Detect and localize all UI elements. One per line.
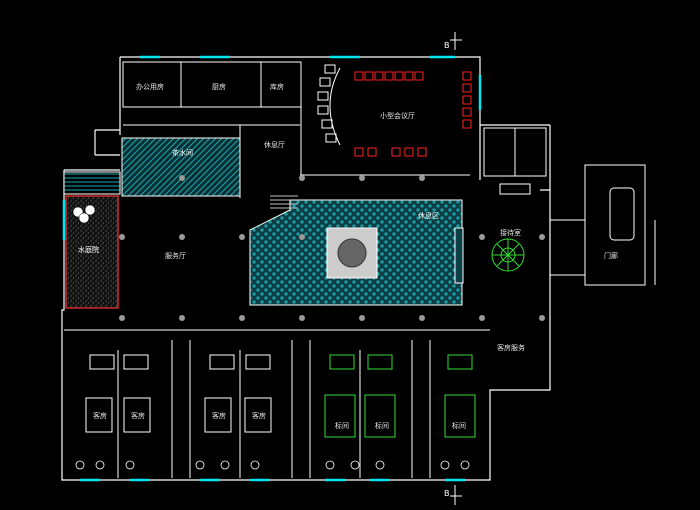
label-room-c1: 标间 [335, 421, 349, 430]
label-lobby: 服务厅 [165, 251, 186, 260]
meeting-chairs [354, 71, 472, 157]
label-meeting: 小型会议厅 [380, 111, 415, 120]
beds-green [324, 354, 476, 438]
reception-table [491, 238, 525, 272]
label-room-c2: 标间 [375, 421, 389, 430]
axis-label-top: B [444, 41, 450, 50]
top-partitions [122, 61, 470, 198]
label-service: 客房服务 [497, 343, 525, 352]
label-lounge: 休息厅 [264, 140, 285, 149]
label-room-a1: 客房 [93, 411, 107, 420]
label-entry: 门廊 [604, 251, 618, 260]
axis-label-bottom: B [444, 489, 450, 498]
atrium-sculpture [337, 238, 367, 268]
side-stair [63, 171, 121, 195]
label-room-a2: 客房 [131, 411, 145, 420]
columns [119, 175, 545, 321]
label-tea-room: 茶水间 [172, 148, 193, 157]
label-office-3: 库房 [270, 82, 284, 91]
label-room-b1: 客房 [212, 411, 226, 420]
service-block [483, 127, 547, 195]
atrium-bench [454, 227, 464, 284]
label-office-1: 办公用房 [136, 82, 164, 91]
label-room-b2: 客房 [252, 411, 266, 420]
atrium-stairs [270, 195, 298, 209]
label-room-c3: 标间 [452, 421, 466, 430]
label-reception: 接待室 [500, 228, 521, 237]
beds-white [85, 354, 272, 433]
guest-room-walls [64, 329, 490, 478]
herringbone-floor [121, 137, 241, 197]
label-office-2: 厨房 [212, 82, 226, 91]
label-water-court: 水庭院 [78, 245, 99, 254]
entry-porch [550, 164, 656, 286]
room-furniture-bottom [75, 460, 470, 470]
room-labels: 办公用房 厨房 库房 小型会议厅 茶水间 休息厅 服务厅 水庭院 休息区 接待室… [78, 82, 618, 430]
meeting-arc-seating [317, 64, 341, 146]
label-dining: 休息区 [418, 211, 439, 220]
axis-marker-top: B [444, 32, 462, 50]
windows-cyan [62, 55, 482, 482]
water-court-plants [72, 204, 96, 224]
axis-marker-bottom: B [444, 485, 462, 505]
outer-walls [61, 56, 551, 481]
